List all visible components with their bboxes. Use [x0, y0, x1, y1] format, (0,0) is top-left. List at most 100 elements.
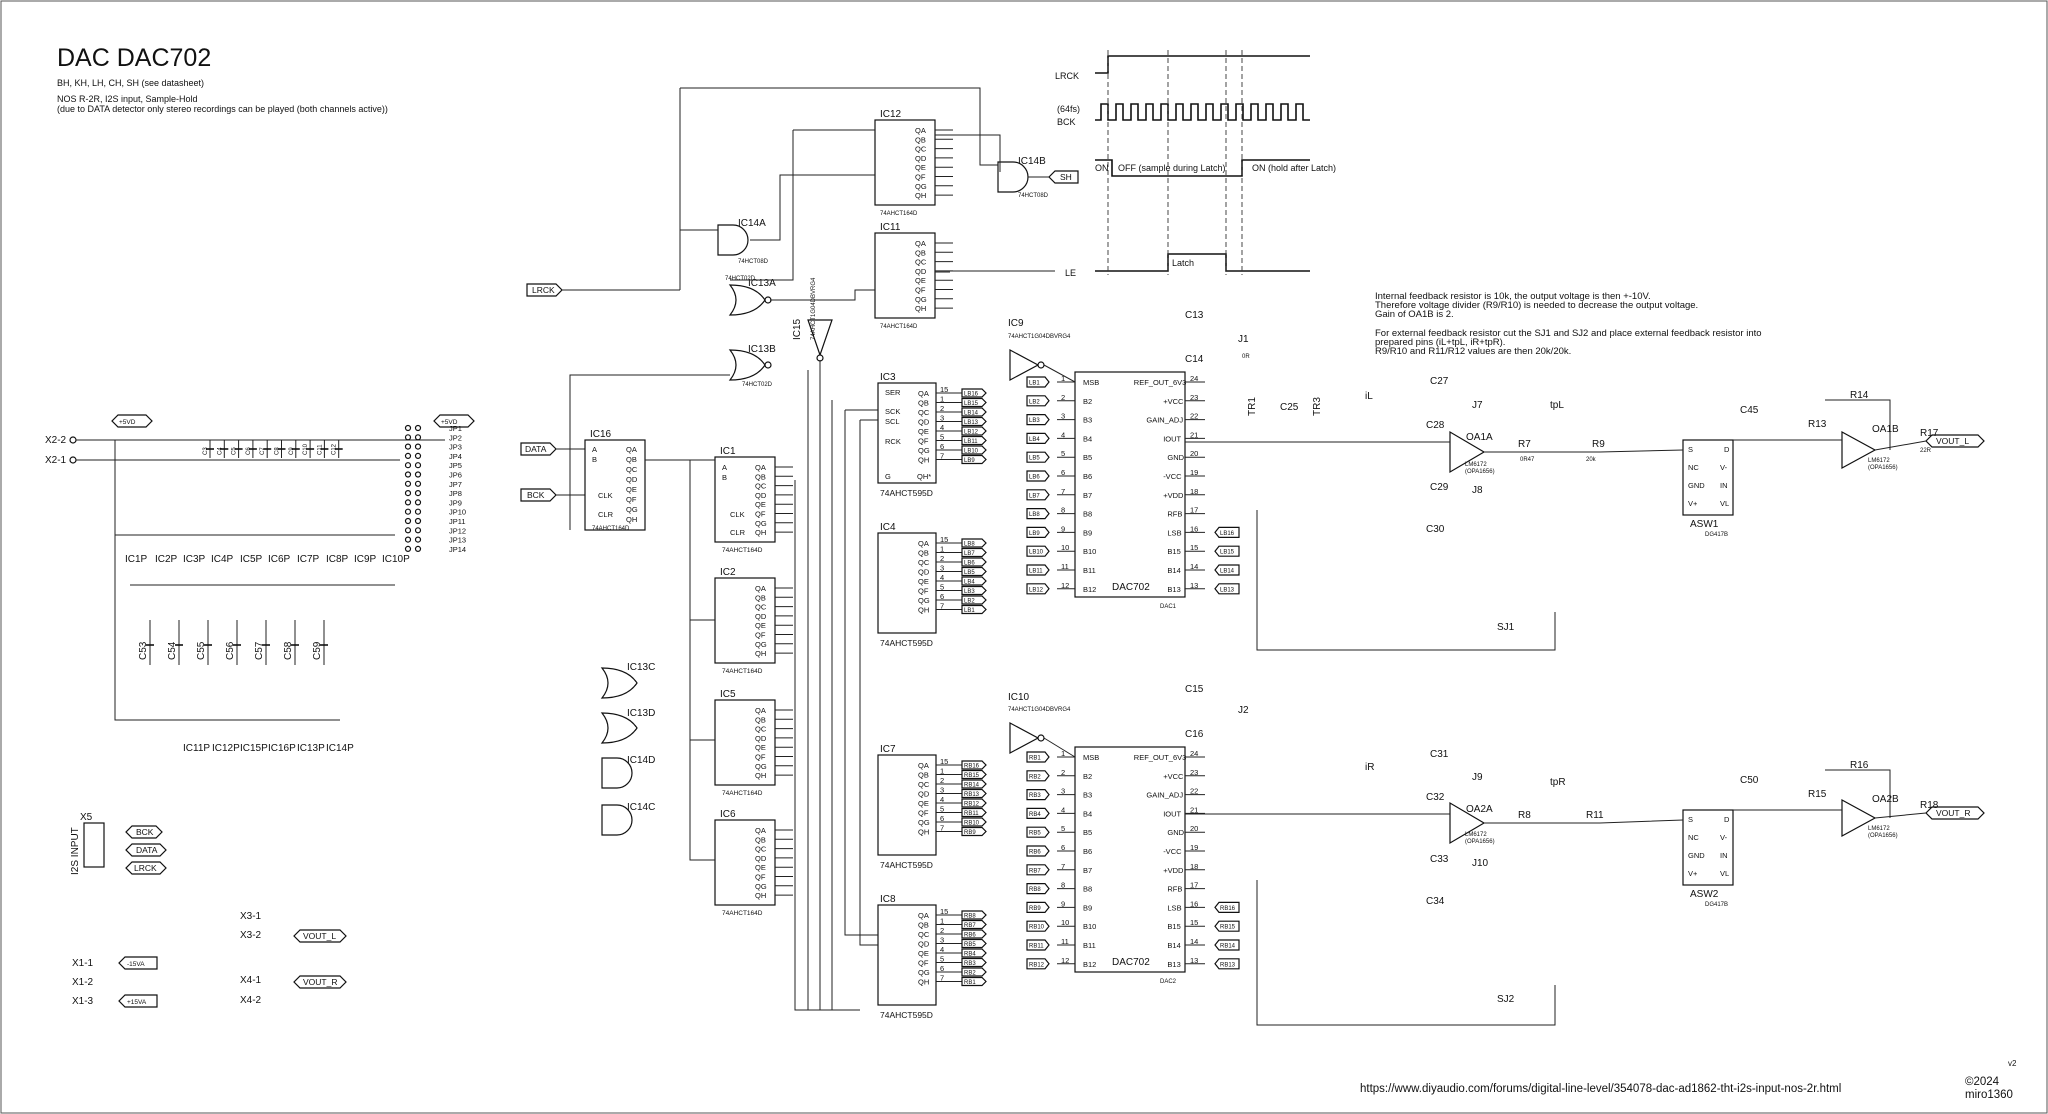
ic2-q-0: QA	[755, 584, 766, 593]
c28-label: C28	[1426, 420, 1445, 431]
dac1-pinnum-right-2: 22	[1190, 412, 1198, 421]
ic8-bus-3: RB5	[964, 942, 976, 948]
c29-label: C29	[1430, 482, 1449, 493]
dac2-bus-flag-11	[1026, 958, 1050, 970]
ic11-q-2: QC	[915, 258, 927, 267]
jumper-label-1: JP2	[449, 433, 462, 442]
j9-label: J9	[1472, 772, 1483, 783]
ic-power-label-14: IC14P	[326, 743, 354, 754]
ic4-bus-0: LB8	[964, 542, 975, 548]
ic13a-nor-gate: IC13A 74HCT02D	[725, 276, 776, 316]
ic2-q-1: QB	[755, 593, 766, 602]
jumper-pad-b-11	[414, 527, 422, 534]
ic-power-label-8: IC8P	[326, 554, 349, 565]
ic5-shift-register: IC5 74AHCT164D	[714, 689, 776, 797]
dac1-pinnum-left-1: 2	[1061, 393, 1065, 402]
dac1-bus-flag-4	[1026, 451, 1050, 463]
dac2-bus-label-5: RB6	[1029, 850, 1041, 856]
dac2-pin-left-2: B3	[1083, 791, 1092, 800]
jumper-pad-b-0	[414, 424, 422, 432]
ic16-pin-qa: QA	[626, 445, 637, 454]
ic16-pin-qg: QG	[626, 505, 638, 514]
dac1-pinnum-right-7: 17	[1190, 506, 1198, 515]
ic-power-label-9: IC9P	[354, 554, 377, 565]
dac2-pin-right-10: B14	[1167, 941, 1180, 950]
ic7-qnum-5: 5	[940, 805, 944, 814]
dac1-bus-label-4: LB5	[1029, 456, 1040, 462]
flag-5v-left	[111, 414, 153, 428]
ic7-bus-flag-0	[961, 760, 987, 770]
ic4-bus-flag-6	[961, 595, 987, 605]
ic5-q-7: QH	[755, 771, 766, 780]
ic8-bus-flag-6	[961, 967, 987, 977]
dac1-bus-label-0: LB1	[1029, 381, 1040, 387]
ic7-bus-3: RB13	[964, 792, 980, 798]
ic3-qnum-7: 7	[940, 452, 944, 461]
oa2b-symbol	[1841, 798, 1877, 838]
dac2-bus-label-right-0: RB16	[1220, 906, 1236, 912]
ic8-bus-flag-1	[961, 919, 987, 930]
ic3-ref: IC3	[880, 372, 896, 383]
ic16-pin-qe: QE	[626, 485, 637, 494]
dac1-bus-label-9: LB10	[1029, 550, 1044, 556]
j7-label: J7	[1472, 400, 1483, 411]
ic-power-label-4: IC4P	[211, 554, 234, 565]
dac2-pin-right-0: REF_OUT_6V3	[1134, 753, 1187, 762]
x1-2-label: X1-2	[72, 977, 94, 988]
dac2-pinnum-left-2: 3	[1061, 787, 1065, 796]
ic3-bus-0: LB16	[964, 392, 979, 398]
jumper-list: JP1JP2JP3JP4JP5JP6JP7JP8JP9JP10JP11JP12J…	[404, 424, 466, 554]
r15-label: R15	[1808, 789, 1827, 800]
jumper-pad-a-0	[404, 424, 412, 432]
ic16-ref: IC16	[590, 429, 612, 440]
dac1-bus-label-5: LB6	[1029, 475, 1040, 481]
ic8-bus-flag-0	[961, 910, 987, 920]
flag-vout-l-text: VOUT_L	[1936, 436, 1969, 446]
dac2-bus-label-4: RB5	[1029, 831, 1041, 837]
c13-label: C13	[1185, 310, 1204, 321]
ic3-pin-rck: RCK	[885, 437, 901, 446]
asw1-pin-s: S	[1688, 445, 1693, 454]
jumper-pad-b-3	[414, 452, 422, 459]
ic3-qnum-0: 15	[940, 385, 948, 394]
dac2-pinnum-right-2: 22	[1190, 787, 1198, 796]
ic8-qnum-0: 15	[940, 907, 948, 916]
c50-label: C50	[1740, 775, 1759, 786]
ic-power-label-12: IC12P	[212, 743, 240, 754]
ic1-shift-register: IC1 74AHCT164D A B CLK CLR	[714, 446, 776, 554]
ic14c-symbol	[601, 804, 633, 836]
dac1-pin-right-2: GAIN_ADJ	[1146, 416, 1183, 425]
cap2-label-0: C53	[138, 641, 149, 660]
dac2-pinnum-right-7: 17	[1190, 881, 1198, 890]
ic-power-label-7: IC7P	[297, 554, 320, 565]
analog-left-labels: C13 C14 J1 0R TR1 TR3 C25 iL C27 C28 J7 …	[1185, 310, 1939, 633]
wire-oa2b-out	[1874, 812, 1927, 819]
ic7-q-2: QC	[918, 780, 930, 789]
x1-3-label: X1-3	[72, 996, 94, 1007]
dac2-bus-flag-2	[1026, 788, 1050, 801]
dac1-pin-right-8: LSB	[1167, 528, 1181, 537]
note-line-6: prepared pins (iL+tpL, iR+tpR).	[1375, 337, 1505, 348]
ic7-bus-0: RB16	[964, 764, 980, 770]
ic7-qnum-2: 2	[940, 776, 944, 785]
wire-scl-bus	[859, 420, 878, 946]
tpr-label: tpR	[1550, 777, 1566, 788]
ic4-bus-flag-7	[961, 604, 987, 615]
ic8-bus-flag-7	[961, 976, 987, 987]
sh-waveform	[1095, 159, 1310, 177]
dac1-bus-flag-8	[1026, 526, 1050, 539]
asw1-analog-switch: ASW1 DG417B S D NC V- GND IN V+ VL	[1682, 439, 1734, 538]
r17-label: R17	[1920, 428, 1939, 439]
ic2-q-5: QF	[755, 631, 766, 640]
ic3-bus-4: LB12	[964, 430, 979, 436]
ic8-bus-7: RB1	[964, 980, 976, 986]
r8-label: R8	[1518, 810, 1531, 821]
dac2-bus-flag-1	[1026, 770, 1050, 782]
dac1-converter: DAC702 DAC1	[1074, 371, 1186, 610]
oa2b-alt: (OPA1656)	[1868, 833, 1898, 839]
dac2-bus-label-right-2: RB14	[1220, 944, 1236, 950]
dac2-pin-right-2: GAIN_ADJ	[1146, 791, 1183, 800]
